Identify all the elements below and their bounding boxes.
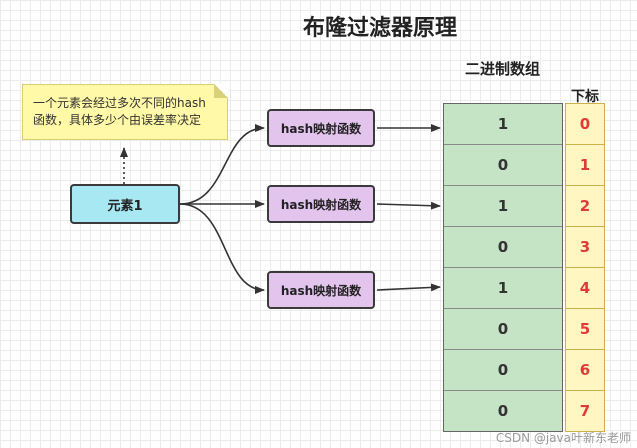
hash-function-2: hash映射函数 — [267, 185, 375, 223]
hash-function-1: hash映射函数 — [267, 109, 375, 147]
index-cell: 4 — [566, 267, 604, 308]
bit-cell: 1 — [497, 115, 509, 133]
hash2-to-bit2-arrow — [376, 201, 441, 210]
bit-cell: 0 — [444, 390, 562, 431]
index-column: 0 1 2 3 4 5 6 7 — [565, 103, 605, 432]
index-cell: 3 — [566, 226, 604, 267]
watermark: CSDN @java叶新东老师 — [495, 431, 631, 445]
note-line-2: 函数，具体多少个由误差率决定 — [33, 113, 202, 127]
index-cell: 6 — [566, 349, 604, 390]
index-title: 下标 — [571, 89, 599, 105]
bit-cell: 0 — [444, 349, 562, 390]
bit-cell: 0 — [444, 226, 562, 267]
index-cell: 7 — [566, 390, 604, 431]
note-fold-corner — [214, 84, 228, 98]
array-title: 二进制数组 — [464, 60, 540, 78]
hash3-to-bit4-arrow — [376, 283, 441, 292]
hash-function-3: hash映射函数 — [267, 271, 375, 309]
bit-array: 1 0 1 0 1 0 0 0 — [443, 103, 563, 432]
element-to-hash1-arrow — [179, 124, 265, 205]
bit-cell: 0 — [444, 308, 562, 349]
index-cell: 0 — [579, 115, 591, 133]
element-to-hash3-arrow — [179, 203, 265, 294]
index-cell: 2 — [566, 185, 604, 226]
diagram-title: 布隆过滤器原理 — [302, 16, 457, 41]
note-line-1: 一个元素会经过多次不同的hash — [33, 96, 206, 110]
bit-cell: 0 — [444, 144, 562, 185]
index-cell: 1 — [566, 144, 604, 185]
index-cell: 5 — [566, 308, 604, 349]
note-box: 一个元素会经过多次不同的hash 函数，具体多少个由误差率决定 — [22, 84, 228, 140]
element-node: 元素1 — [70, 184, 180, 224]
bit-cell: 1 — [444, 185, 562, 226]
bit-cell: 1 — [444, 267, 562, 308]
